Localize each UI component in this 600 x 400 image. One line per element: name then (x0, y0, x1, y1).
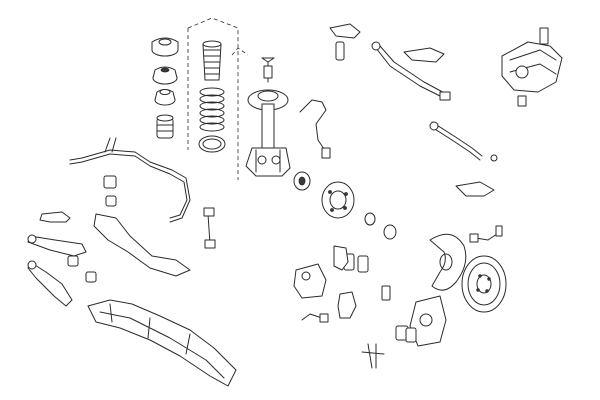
steering-gearbox (501, 27, 563, 107)
idler-arm (329, 23, 445, 63)
spring-seat (154, 89, 176, 106)
coil-spring (198, 87, 226, 153)
brake-hose (469, 225, 503, 243)
abs-sensor (299, 99, 331, 323)
stabilizer-link (203, 207, 216, 249)
brake-shield (429, 233, 467, 291)
brake-disc (461, 255, 507, 313)
brake-pads (343, 253, 417, 369)
wheel-hub (321, 181, 397, 240)
stabilizer-bar (69, 137, 191, 223)
dust-boot (202, 40, 222, 81)
bump-stop (156, 114, 174, 139)
drag-link (371, 41, 451, 101)
tie-rod (429, 121, 498, 197)
subframe (87, 213, 237, 387)
control-arm (27, 211, 97, 307)
strut-mount (151, 37, 179, 85)
shock-absorber (245, 57, 291, 177)
control-arm (333, 245, 349, 271)
wheel-bearing (293, 171, 311, 191)
brake-caliper (293, 263, 447, 347)
